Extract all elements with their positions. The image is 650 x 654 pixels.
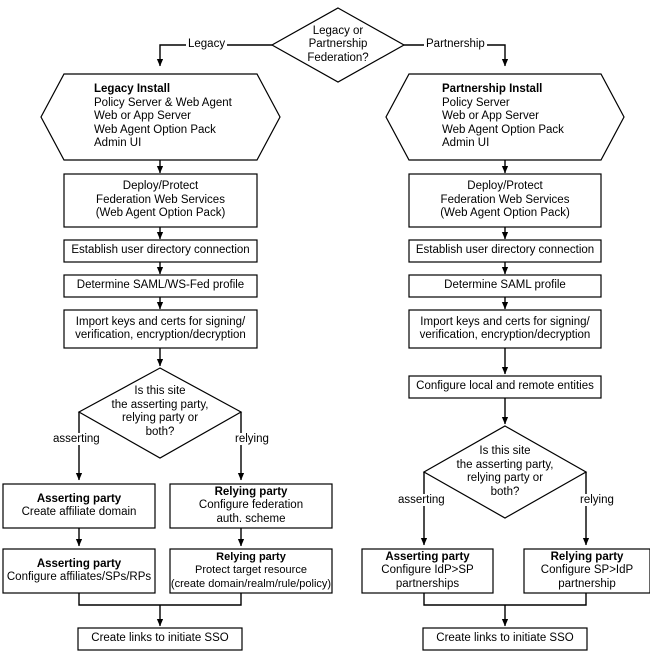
edge-label-partnership-asserting: asserting [396,494,447,506]
shape-legacy-directory [63,239,258,263]
shape-legacy-relying-1 [169,483,333,529]
shape-partnership-profile [408,274,602,298]
shape-legacy-decision [77,367,243,459]
edge-label-legacy: Legacy [186,38,228,50]
shape-legacy-asserting-1 [2,483,156,529]
shape-partnership-keys [408,309,602,349]
edge-label-partnership-relying: relying [578,494,616,506]
edge-label-partnership: Partnership [424,38,487,50]
edge-partnership-merge-to-sso [423,593,587,606]
shape-partnership-decision [422,425,588,519]
shape-root-decision [270,7,406,83]
shape-partnership-asserting [361,548,494,594]
edge-legacy-merge-to-sso [78,593,242,606]
shape-partnership-entities [408,375,602,399]
edge-label-legacy-relying: relying [233,433,271,445]
shape-legacy-keys [63,309,258,349]
shape-legacy-sso [77,627,243,651]
shape-legacy-deploy [63,173,258,228]
shape-legacy-profile [63,274,258,298]
shape-partnership-directory [408,239,602,263]
shape-legacy-install [40,73,281,161]
edge-root-to-legacy [156,44,272,67]
shape-legacy-asserting-2 [2,548,156,594]
shape-partnership-deploy [408,173,602,228]
shape-partnership-install [385,73,625,161]
shape-legacy-relying-2 [169,548,333,594]
shape-partnership-sso [422,627,588,651]
shape-partnership-relying [523,548,650,594]
edge-label-legacy-asserting: asserting [51,433,102,445]
